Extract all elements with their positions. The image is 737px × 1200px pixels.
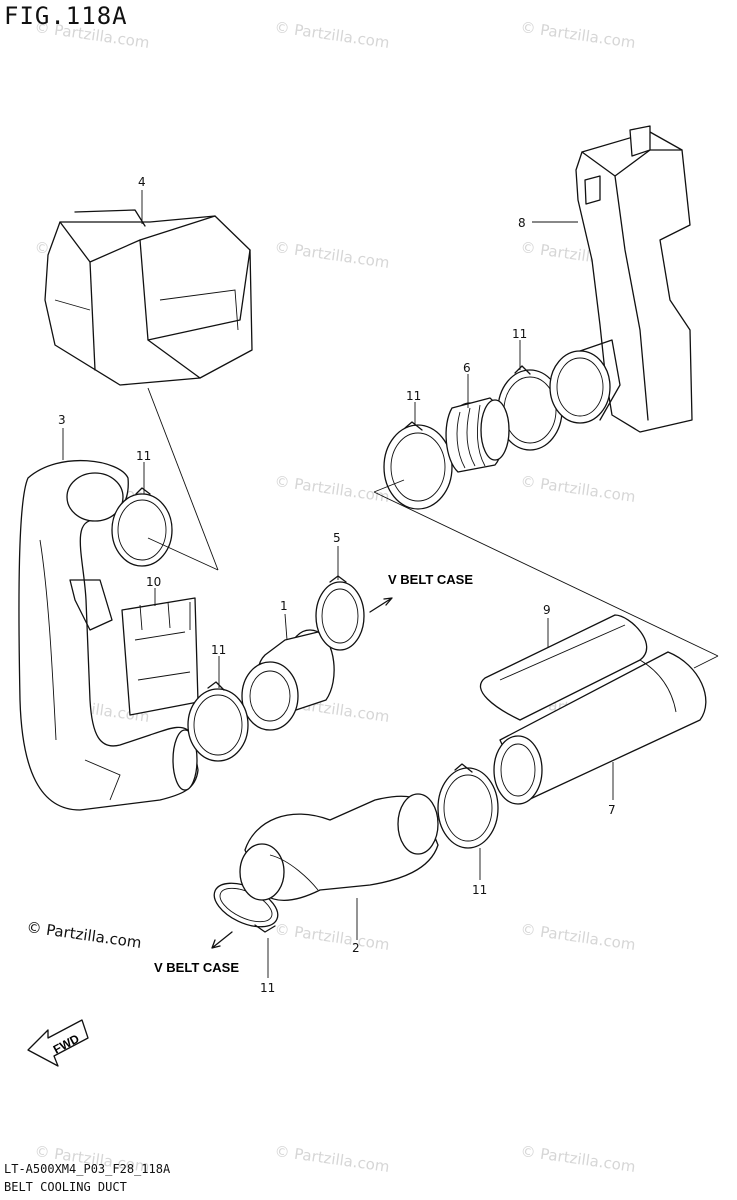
callout-11: 11 bbox=[472, 883, 487, 897]
callout-5: 5 bbox=[333, 531, 341, 545]
part-11-clamp bbox=[187, 681, 249, 762]
v-belt-case-label-lower: V BELT CASE bbox=[154, 960, 239, 975]
callout-11: 11 bbox=[211, 643, 226, 657]
connector-line bbox=[693, 655, 719, 669]
v-belt-case-label-upper: V BELT CASE bbox=[388, 572, 473, 587]
callout-9: 9 bbox=[543, 603, 551, 617]
part-11-clamp bbox=[437, 763, 499, 849]
arrow-to-vbelt-upper bbox=[369, 597, 393, 613]
leader-1 bbox=[284, 613, 288, 641]
part-3-duct bbox=[18, 459, 199, 811]
part-11-clamp bbox=[383, 421, 453, 510]
part-10-plate bbox=[121, 597, 199, 716]
callout-2: 2 bbox=[352, 941, 360, 955]
callout-8: 8 bbox=[518, 216, 526, 230]
callout-11: 11 bbox=[136, 449, 151, 463]
arrow-to-vbelt-lower bbox=[211, 931, 233, 949]
part-11-clamp bbox=[111, 487, 173, 567]
part-4-air-box bbox=[44, 209, 253, 386]
callout-7: 7 bbox=[608, 803, 616, 817]
connector-line bbox=[373, 479, 405, 493]
model-code: LT-A500XM4_P03_F28_118A bbox=[4, 1162, 171, 1176]
callout-11: 11 bbox=[260, 981, 275, 995]
connector-line bbox=[373, 491, 719, 657]
connector-line bbox=[147, 537, 219, 571]
callout-3: 3 bbox=[58, 413, 66, 427]
fwd-arrow-icon: FWD bbox=[27, 1019, 89, 1067]
callout-11: 11 bbox=[512, 327, 527, 341]
callout-10: 10 bbox=[146, 575, 161, 589]
callout-4: 4 bbox=[138, 175, 146, 189]
figure-title: FIG.118A bbox=[4, 2, 128, 30]
part-8-upper-duct bbox=[549, 125, 693, 433]
callout-11: 11 bbox=[406, 389, 421, 403]
part-1-joint bbox=[241, 629, 335, 731]
part-6-bellows bbox=[445, 397, 510, 473]
connector-line bbox=[147, 387, 219, 571]
part-2-lower-duct bbox=[239, 793, 439, 902]
section-title: BELT COOLING DUCT bbox=[4, 1180, 127, 1194]
callout-6: 6 bbox=[463, 361, 471, 375]
callout-1: 1 bbox=[280, 599, 288, 613]
part-5-seal bbox=[315, 575, 365, 651]
part-7-tube bbox=[493, 651, 707, 805]
